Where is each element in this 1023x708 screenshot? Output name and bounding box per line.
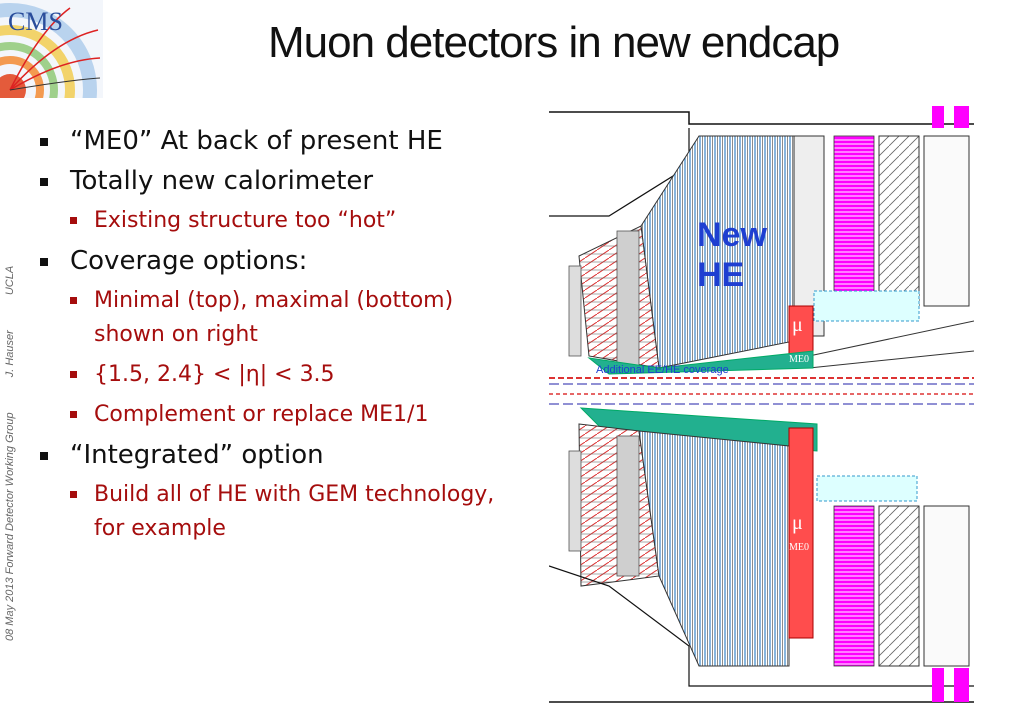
bullet-list: “ME0” At back of present HE Totally new … [38,124,518,552]
mu-symbol-top: μ [792,314,803,336]
me0-label-bottom: ME0 [789,542,809,553]
sidebar-footer: 08 May 2013 Forward Detector Working Gro… [4,266,16,641]
sub-bullet-item: Existing structure too “hot” [38,204,518,238]
footer-date-group: 08 May 2013 Forward Detector Working Gro… [4,412,16,641]
bullet-item: Totally new calorimeter [38,164,518,198]
new-he-label-line1: New [697,216,767,254]
logo-text: CMS [8,7,63,36]
sub-bullet-item: Build all of HE with GEM technology, for… [38,478,518,546]
detector-cross-section-figure: New HE Additional EE/HE coverage μ ME0 μ… [549,106,974,703]
sub-bullet-item: Complement or replace ME1/1 [38,398,518,432]
bullet-item: Coverage options: [38,244,518,278]
coverage-label: Additional EE/HE coverage [596,364,729,376]
sub-bullet-item: {1.5, 2.4} < |η| < 3.5 [38,358,518,392]
footer-institution: UCLA [4,265,16,296]
mu-symbol-bottom: μ [792,512,803,534]
slide-title: Muon detectors in new endcap [268,18,840,67]
me0-label-top: ME0 [789,354,809,365]
bullet-item: “ME0” At back of present HE [38,124,518,158]
sub-bullet-item: Minimal (top), maximal (bottom) shown on… [38,284,518,352]
cms-logo-icon: CMS [0,0,103,98]
bullet-item: “Integrated” option [38,438,518,472]
footer-author: J. Hauser [4,330,16,378]
new-he-label-line2: HE [697,256,744,294]
